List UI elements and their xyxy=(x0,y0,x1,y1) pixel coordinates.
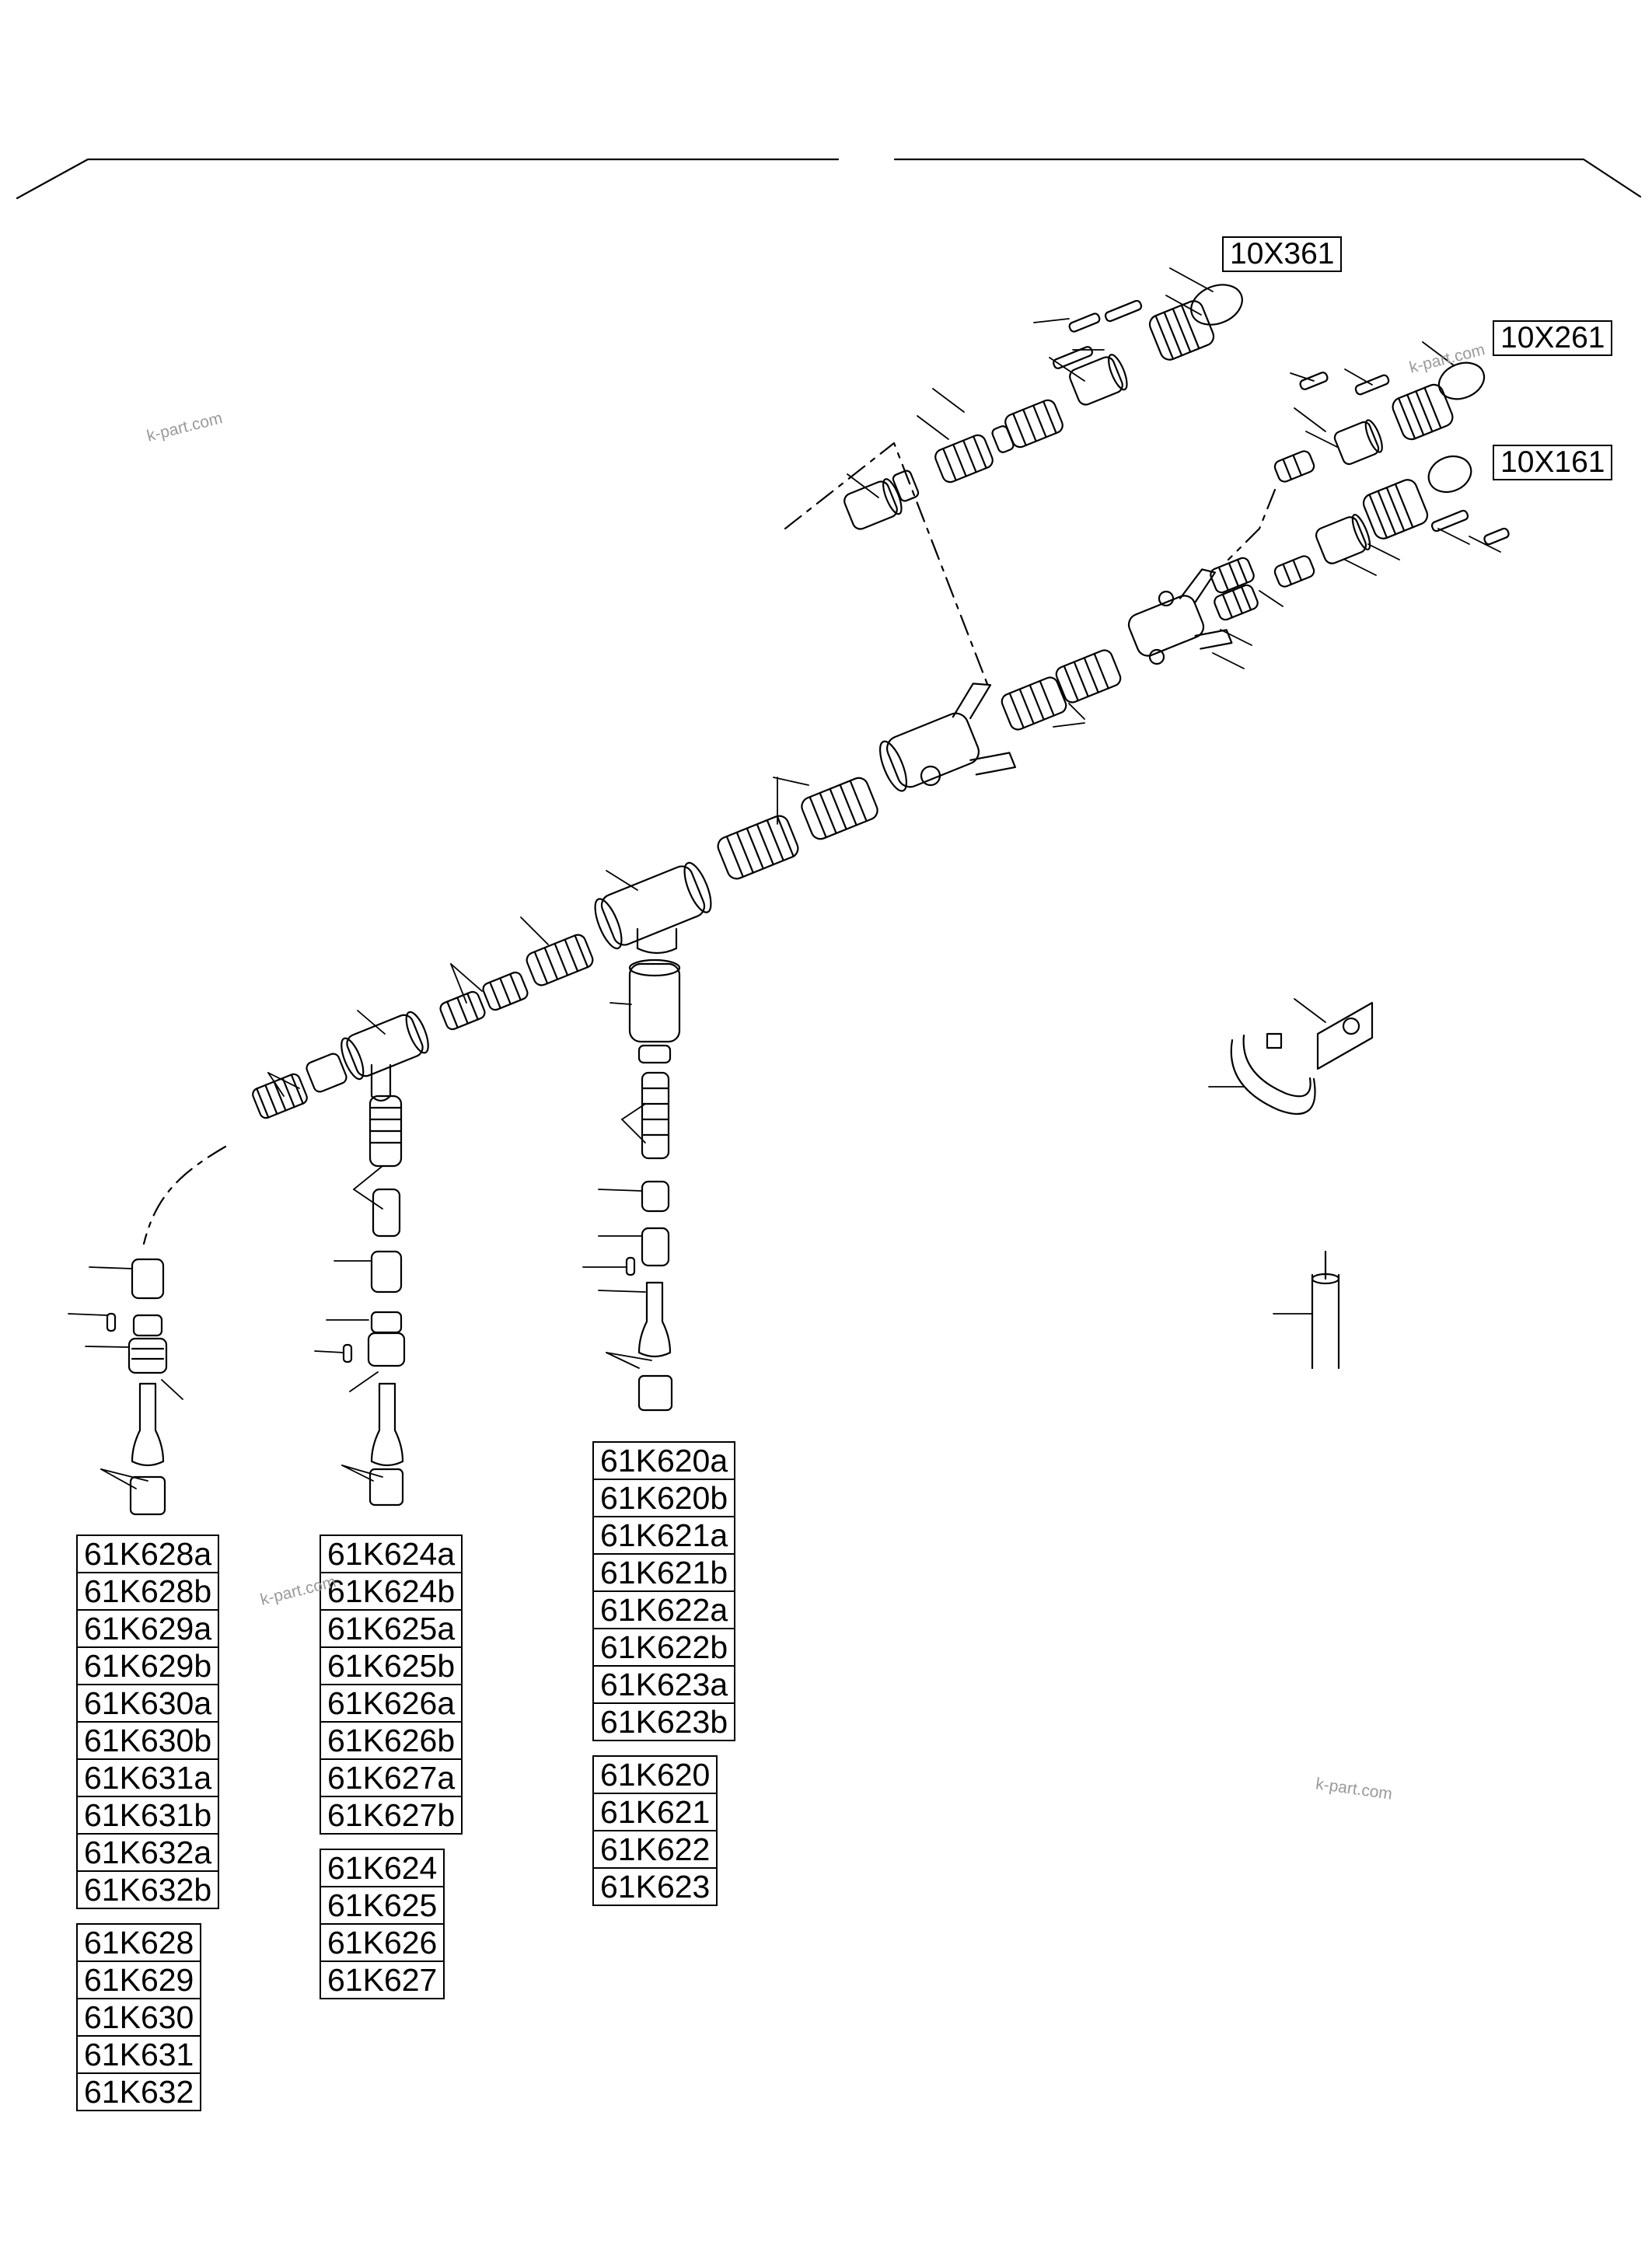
part-label: 61K625a xyxy=(321,1609,462,1646)
part-label: 61K620 xyxy=(600,1757,711,1793)
part-label: 61K629 xyxy=(78,1960,201,1998)
part-label: 61K620a xyxy=(600,1443,728,1479)
cable-tie xyxy=(1230,1001,1374,1115)
part-label: 61K622 xyxy=(594,1830,717,1867)
part-label: 61K630b xyxy=(78,1721,218,1758)
y-junction xyxy=(878,683,1017,792)
part-label: 61K630 xyxy=(78,1998,201,2035)
middle-drop xyxy=(342,1095,406,1507)
part-label: 61K622b xyxy=(594,1628,735,1665)
part-label: 61K620b xyxy=(594,1479,735,1516)
part-label: 61K623a xyxy=(594,1665,735,1702)
part-label: 61K632 xyxy=(78,2072,201,2110)
part-label: 61K621a xyxy=(594,1516,735,1553)
part-label: 61K626a xyxy=(321,1684,462,1721)
connector-label-10X261: 10X261 xyxy=(1493,320,1613,356)
center-tee xyxy=(594,861,712,950)
part-label: 61K626b xyxy=(321,1721,462,1758)
part-label: 61K628 xyxy=(84,1925,194,1960)
part-label: 61K621b xyxy=(594,1553,735,1590)
left-drop xyxy=(106,1258,168,1516)
trunk-sleeves xyxy=(252,450,1315,1119)
right-y-junction xyxy=(1127,568,1233,657)
part-label: 61K627b xyxy=(321,1796,462,1833)
frame-border xyxy=(16,158,1642,200)
leader-lines xyxy=(68,267,1501,1489)
part-label: 61K627a xyxy=(321,1758,462,1796)
part-label: 61K624a xyxy=(327,1536,456,1572)
part-label: 61K626 xyxy=(321,1923,444,1960)
branch-10X261 xyxy=(1299,361,1486,466)
label-group-right-b: 61K620 61K621 61K622 61K623 xyxy=(592,1755,718,1906)
label-group-left-a: 61K628a 61K628b 61K629a 61K629b 61K630a … xyxy=(76,1535,220,1909)
label-group-mid-b: 61K624 61K625 61K626 61K627 xyxy=(320,1849,445,1999)
branch-10X361 xyxy=(843,284,1243,530)
label-group-right-a: 61K620a 61K620b 61K621a 61K621b 61K622a … xyxy=(592,1441,736,1741)
branch-10X161 xyxy=(1315,455,1510,564)
part-label: 61K632b xyxy=(78,1870,218,1908)
label-group-mid-a: 61K624a 61K624b 61K625a 61K625b 61K626a … xyxy=(320,1535,463,1835)
harness-axis xyxy=(142,442,1277,1245)
part-label: 61K629a xyxy=(78,1609,218,1646)
part-label: 61K624b xyxy=(321,1572,462,1609)
part-label: 61K631b xyxy=(78,1796,218,1833)
right-drop xyxy=(625,958,681,1412)
part-label: 61K621 xyxy=(594,1793,717,1830)
part-label: 61K629b xyxy=(78,1646,218,1684)
cable-piece xyxy=(1311,1250,1340,1370)
left-tee xyxy=(341,1011,429,1081)
part-label: 61K632a xyxy=(78,1833,218,1870)
connector-label-10X161: 10X161 xyxy=(1493,445,1613,480)
part-label: 61K625 xyxy=(321,1886,444,1923)
part-label: 61K622a xyxy=(594,1590,735,1628)
part-label: 61K623b xyxy=(594,1702,735,1740)
part-label: 61K624 xyxy=(327,1850,438,1886)
part-label: 61K630a xyxy=(78,1684,218,1721)
part-label: 61K625b xyxy=(321,1646,462,1684)
part-label: 61K628a xyxy=(84,1536,212,1572)
part-label: 61K623 xyxy=(594,1867,717,1905)
part-label: 61K631a xyxy=(78,1758,218,1796)
part-label: 61K627 xyxy=(321,1960,444,1998)
connector-label-10X361: 10X361 xyxy=(1222,236,1343,272)
label-group-left-b: 61K628 61K629 61K630 61K631 61K632 xyxy=(76,1923,202,2111)
part-label: 61K628b xyxy=(78,1572,218,1609)
part-label: 61K631 xyxy=(78,2035,201,2072)
